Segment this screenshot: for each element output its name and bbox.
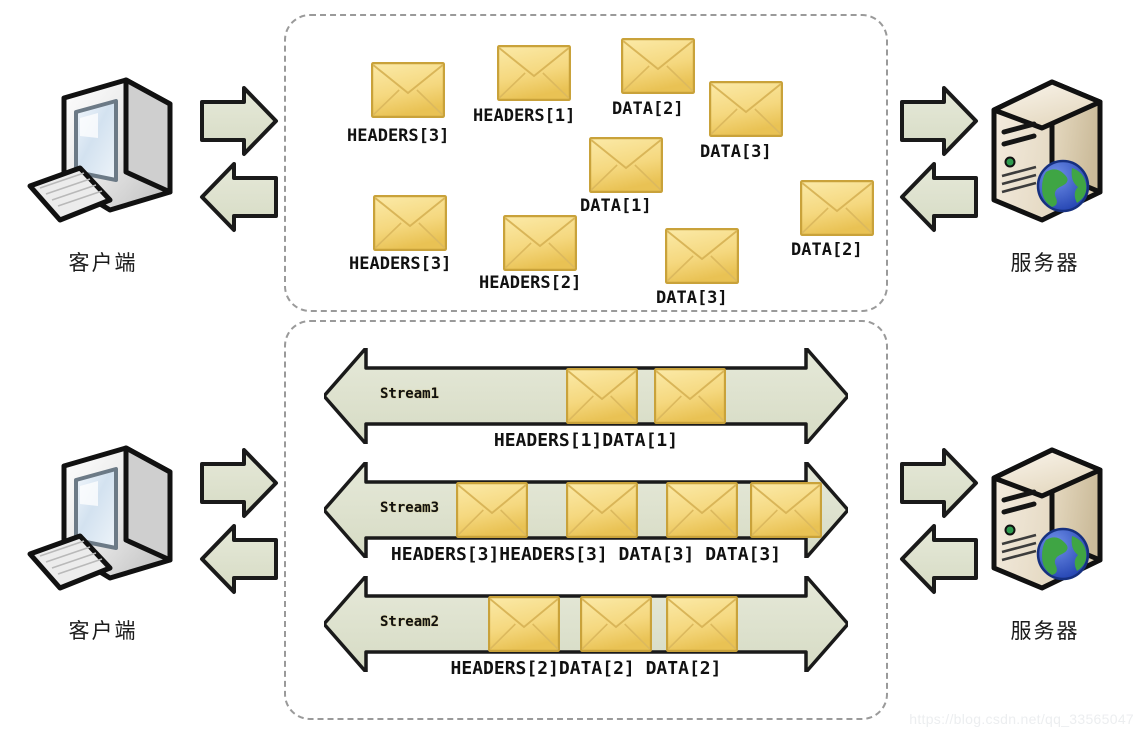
arrow-left-icon	[900, 162, 978, 232]
stream-name-label: Stream3	[380, 500, 440, 516]
client-endpoint-bottom: 客户端	[18, 436, 188, 645]
frame-envelope	[497, 45, 571, 101]
client-label-top: 客户端	[68, 251, 138, 275]
frame-envelope	[800, 180, 874, 236]
server-label-bottom: 服务器	[1010, 619, 1080, 643]
stream-frame-envelope-icon	[666, 596, 738, 652]
envelope-icon	[589, 137, 663, 193]
frame-label: DATA[2]	[612, 99, 684, 119]
server-endpoint-bottom: 服务器	[960, 436, 1130, 645]
server-transfer-arrows-bottom	[896, 446, 982, 596]
stream-double-arrow-icon	[324, 462, 848, 558]
arrow-right-icon	[200, 86, 278, 156]
stream-caption: HEADERS[1]DATA[1]	[493, 430, 679, 451]
frame-label: HEADERS[2]	[479, 273, 582, 293]
frame-label: HEADERS[3]	[347, 126, 450, 146]
server-endpoint-top: 服务器	[960, 68, 1130, 277]
frame-envelope	[371, 62, 445, 118]
stream-double-arrow-icon	[324, 348, 848, 444]
envelope-icon	[621, 38, 695, 94]
frame-envelope	[621, 38, 695, 94]
client-endpoint-top: 客户端	[18, 68, 188, 277]
frame-envelope	[373, 195, 447, 251]
frame-envelope	[665, 228, 739, 284]
stream-double-arrow-icon	[324, 576, 848, 672]
envelope-icon	[503, 215, 577, 271]
arrow-left-icon	[900, 524, 978, 594]
frame-envelope	[709, 81, 783, 137]
stream-name-label: Stream2	[380, 614, 440, 630]
server-label-top: 服务器	[1010, 251, 1080, 275]
client-transfer-arrows-top	[196, 84, 282, 234]
crt-monitor-icon	[18, 68, 188, 243]
envelope-icon	[371, 62, 445, 118]
arrow-right-icon	[900, 448, 978, 518]
stream-caption: HEADERS[2]DATA[2] DATA[2]	[450, 658, 722, 679]
stream-frame-envelope-icon	[456, 482, 528, 538]
crt-monitor-icon	[18, 436, 188, 611]
stream-frame-envelope-icon	[666, 482, 738, 538]
server-tower-icon	[960, 436, 1130, 611]
frame-label: HEADERS[3]	[349, 254, 452, 274]
frame-label: DATA[3]	[656, 288, 728, 308]
frame-envelope	[589, 137, 663, 193]
envelope-icon	[800, 180, 874, 236]
client-label-bottom: 客户端	[68, 619, 138, 643]
stream-frame-envelope-icon	[580, 596, 652, 652]
frame-label: DATA[3]	[700, 142, 772, 162]
stream-frame-envelope-icon	[566, 482, 638, 538]
frame-label: DATA[1]	[580, 196, 652, 216]
frame-envelope	[503, 215, 577, 271]
server-transfer-arrows-top	[896, 84, 982, 234]
envelope-icon	[709, 81, 783, 137]
frame-label: DATA[2]	[791, 240, 863, 260]
client-transfer-arrows-bottom	[196, 446, 282, 596]
envelope-icon	[665, 228, 739, 284]
arrow-right-icon	[200, 448, 278, 518]
stream-caption: HEADERS[3]HEADERS[3] DATA[3] DATA[3]	[390, 544, 782, 565]
frame-label: HEADERS[1]	[473, 106, 576, 126]
stream-name-label: Stream1	[380, 386, 440, 402]
stream-frame-envelope-icon	[750, 482, 822, 538]
server-tower-icon	[960, 68, 1130, 243]
arrow-right-icon	[900, 86, 978, 156]
envelope-icon	[497, 45, 571, 101]
globe-icon	[1036, 159, 1090, 213]
stream-frame-envelope-icon	[566, 368, 638, 424]
globe-icon	[1036, 527, 1090, 581]
arrow-left-icon	[200, 524, 278, 594]
envelope-icon	[373, 195, 447, 251]
arrow-left-icon	[200, 162, 278, 232]
stream-frame-envelope-icon	[654, 368, 726, 424]
watermark: https://blog.csdn.net/qq_33565047	[909, 711, 1134, 727]
stream-frame-envelope-icon	[488, 596, 560, 652]
